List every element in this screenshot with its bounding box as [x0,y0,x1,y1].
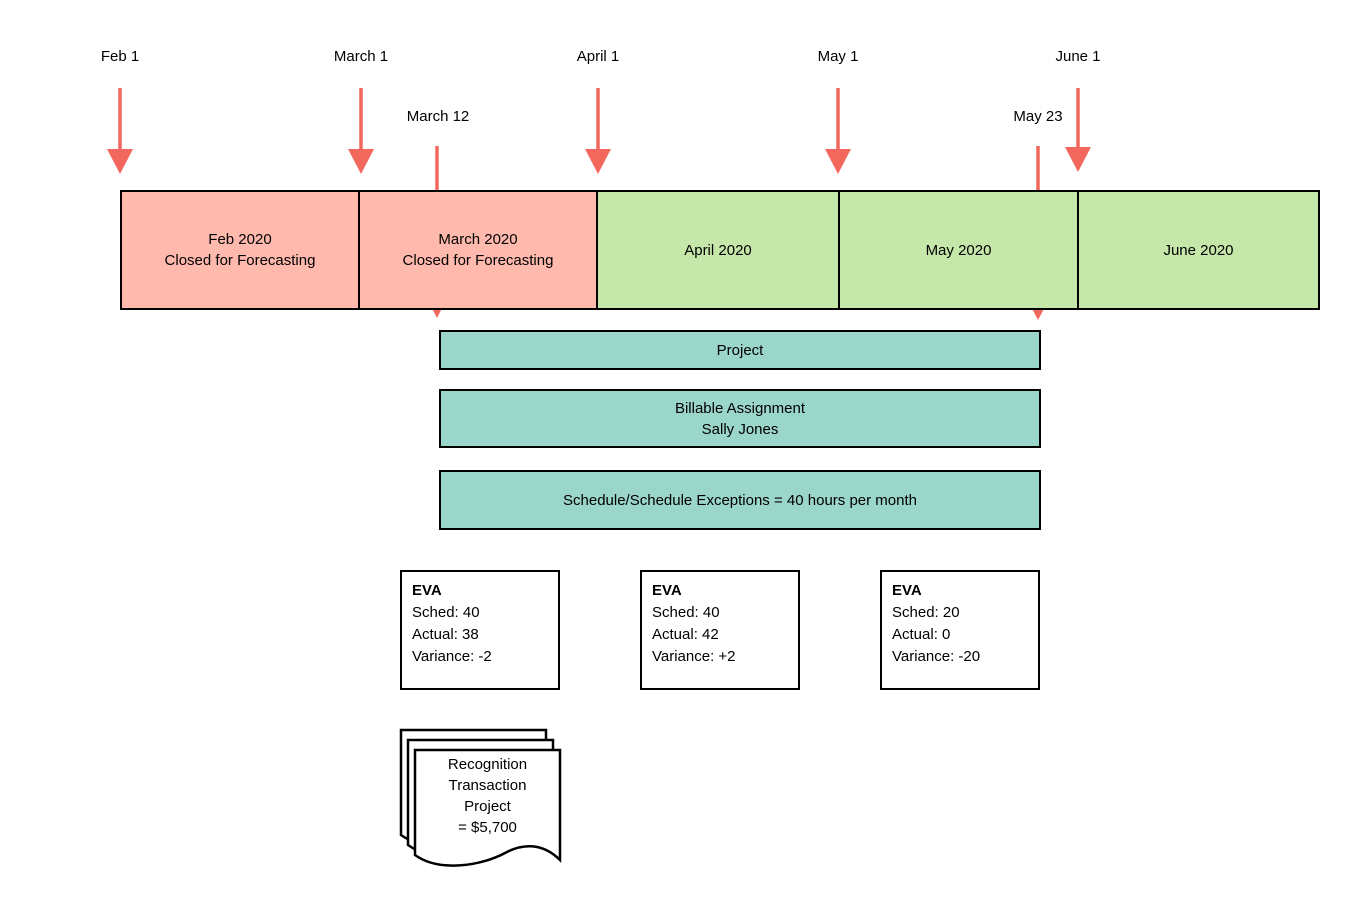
eva-actual: Actual: 38 [412,626,479,643]
project-bar: Project [439,330,1041,370]
down-arrow-icon-may-1 [825,88,851,174]
event-label-may-23: May 23 [1013,108,1063,125]
month-bar: Feb 2020 Closed for Forecasting March 20… [120,190,1320,310]
eva-actual: Actual: 0 [892,626,951,643]
eva-title: EVA [412,582,442,599]
month-title: May 2020 [925,241,992,259]
billable-assignment-bar: Billable Assignment Sally Jones [439,389,1041,448]
month-title: April 2020 [684,241,752,259]
doc-line: Recognition [447,756,528,773]
eva-variance: Variance: -20 [892,648,981,665]
eva-title: EVA [652,582,682,599]
eva-sched: Sched: 20 [892,604,960,621]
down-arrow-icon-march-1 [348,88,374,174]
eva-title: EVA [892,582,922,599]
down-arrow-icon-june-1 [1065,88,1091,172]
down-arrow-icon-feb-1 [107,88,133,174]
eva-sched: Sched: 40 [652,604,720,621]
assignment-label-line2: Sally Jones [701,420,779,438]
eva-actual: Actual: 42 [652,626,719,643]
recognition-transaction-note: Recognition Transaction Project = $5,700 [415,754,560,838]
month-cell-june-2020: June 2020 [1079,192,1318,308]
date-label-march-1: March 1 [333,48,389,65]
doc-line: Project [464,798,511,815]
eva-sched: Sched: 40 [412,604,480,621]
schedule-bar: Schedule/Schedule Exceptions = 40 hours … [439,470,1041,530]
date-label-april-1: April 1 [576,48,620,65]
multi-document-icon [399,728,562,867]
month-title: June 2020 [1163,241,1234,259]
month-subtitle: Closed for Forecasting [164,252,316,269]
eva-box-may: EVA Sched: 20 Actual: 0 Variance: -20 [880,570,1040,690]
doc-line: = $5,700 [458,819,517,836]
month-cell-march-2020: March 2020 Closed for Forecasting [360,192,598,308]
schedule-bar-label: Schedule/Schedule Exceptions = 40 hours … [563,491,917,509]
eva-variance: Variance: -2 [412,648,492,665]
month-cell-april-2020: April 2020 [598,192,840,308]
eva-box-march: EVA Sched: 40 Actual: 38 Variance: -2 [400,570,560,690]
month-cell-feb-2020: Feb 2020 Closed for Forecasting [122,192,360,308]
date-label-feb-1: Feb 1 [100,48,140,65]
down-arrow-icon-april-1 [585,88,611,174]
month-subtitle: Closed for Forecasting [402,252,554,269]
date-label-may-1: May 1 [817,48,859,65]
doc-line: Transaction [448,777,527,794]
event-label-march-12: March 12 [406,108,470,125]
month-cell-may-2020: May 2020 [840,192,1079,308]
eva-variance: Variance: +2 [652,648,736,665]
date-label-june-1: June 1 [1055,48,1101,65]
assignment-label-line1: Billable Assignment [674,399,806,417]
month-title: Feb 2020 [208,231,272,248]
month-title: March 2020 [438,231,518,248]
project-bar-label: Project [716,341,764,359]
eva-box-april: EVA Sched: 40 Actual: 42 Variance: +2 [640,570,800,690]
